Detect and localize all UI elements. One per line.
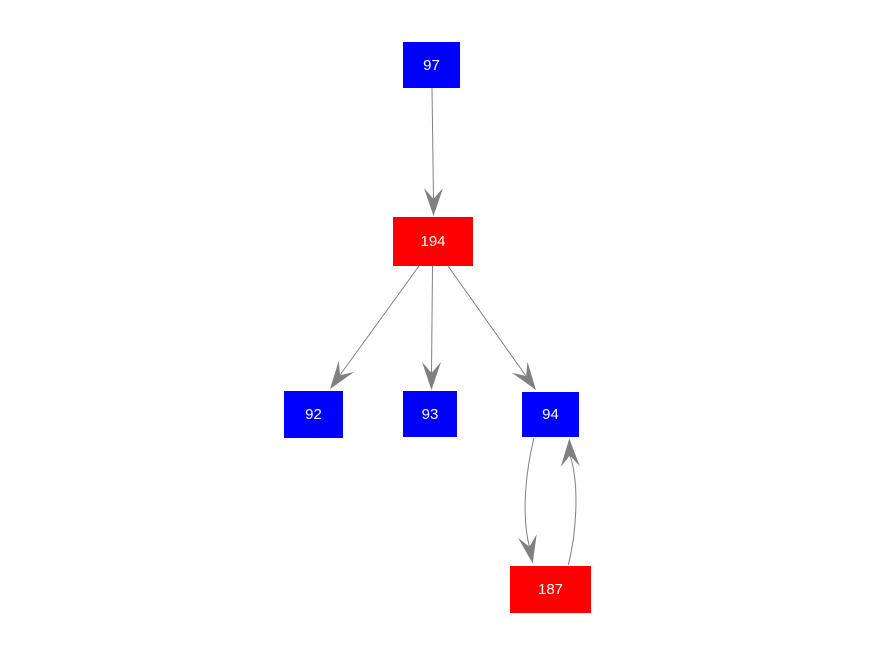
edge-97-194 bbox=[431, 87, 434, 200]
node-label: 194 bbox=[420, 233, 446, 250]
edge-194-92 bbox=[339, 265, 420, 376]
arrowhead-97-194 bbox=[424, 188, 443, 216]
edge-94-187 bbox=[524, 437, 535, 548]
arrowhead-194-92 bbox=[330, 360, 355, 389]
edge-187-94 bbox=[567, 455, 577, 566]
node-187[interactable]: 187 bbox=[510, 566, 591, 613]
node-93[interactable]: 93 bbox=[403, 391, 457, 437]
node-label: 187 bbox=[537, 581, 564, 598]
node-label: 94 bbox=[542, 406, 559, 423]
arrowhead-187-94 bbox=[560, 438, 580, 467]
node-label: 93 bbox=[421, 405, 439, 423]
node-94[interactable]: 94 bbox=[522, 392, 579, 437]
node-92[interactable]: 92 bbox=[284, 391, 343, 438]
arrowhead-194-93 bbox=[422, 362, 441, 390]
node-label: 92 bbox=[305, 406, 322, 423]
node-label: 97 bbox=[423, 56, 440, 74]
edge-194-93 bbox=[431, 265, 433, 374]
edge-194-94 bbox=[447, 265, 527, 377]
node-97[interactable]: 97 bbox=[403, 42, 460, 88]
arrowhead-94-187 bbox=[518, 534, 537, 564]
node-194[interactable]: 194 bbox=[393, 217, 473, 266]
arrowhead-194-94 bbox=[512, 361, 536, 390]
